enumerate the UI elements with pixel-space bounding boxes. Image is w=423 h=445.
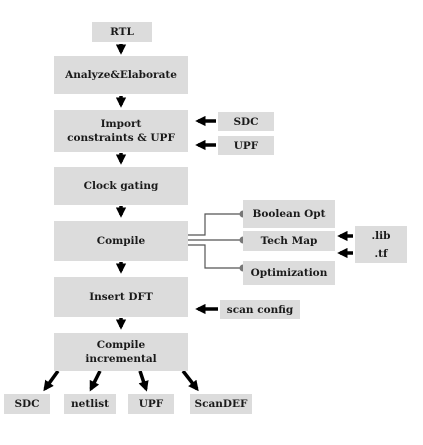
lib-input-label: .lib [371,229,391,242]
tech-map-label: Tech Map [260,235,318,247]
compile-fanout [188,213,243,269]
netlist-output-box: netlist [64,394,116,414]
boolean-opt-label: Boolean Opt [252,208,326,220]
sdc-input-box: SDC [218,112,274,131]
analyze-label: Analyze&Elaborate [65,69,177,81]
upf-input-box: UPF [218,136,274,155]
rtl-label: RTL [110,26,134,38]
upf-input-label: UPF [233,139,259,152]
arrow-out-scandef [181,369,199,392]
arrow-out-netlist [89,370,102,392]
scandef-output-box: ScanDEF [190,394,252,414]
upf-output-label: UPF [138,398,164,410]
sdc-output-label: SDC [14,398,40,410]
compile-box: Compile [54,221,188,261]
rtl-box: RTL [92,22,152,42]
clock-gating-box: Clock gating [54,167,188,205]
insert-dft-box: Insert DFT [54,277,188,317]
analyze-elaborate-box: Analyze&Elaborate [54,56,188,94]
optimization-label: Optimization [250,267,328,279]
import-constraints-box: Import constraints & UPF [54,110,188,152]
arrow-out-sdc [43,369,60,392]
optimization-box: Optimization [243,261,335,285]
clock-gating-label: Clock gating [83,180,159,192]
lib-input-box: .lib [355,226,407,245]
netlist-output-label: netlist [71,398,109,410]
compile-inc-line2: incremental [85,353,157,365]
sdc-input-label: SDC [233,115,259,128]
import-label-line2: constraints & UPF [67,132,175,144]
compile-inc-line1: Compile [96,339,146,351]
import-label-line1: Import [100,118,142,130]
tf-input-box: .tf [355,244,407,263]
upf-output-box: UPF [128,394,174,414]
insert-dft-label: Insert DFT [89,291,153,303]
tf-input-label: .tf [374,247,388,260]
sdc-output-box: SDC [4,394,50,414]
scan-config-label: scan config [226,303,294,316]
arrow-out-upf [138,370,149,392]
scandef-output-label: ScanDEF [194,398,248,410]
boolean-opt-box: Boolean Opt [243,200,335,228]
tech-map-box: Tech Map [243,231,335,251]
compile-label: Compile [96,235,146,247]
compile-incremental-box: Compile incremental [54,333,188,371]
scan-config-box: scan config [220,300,300,319]
